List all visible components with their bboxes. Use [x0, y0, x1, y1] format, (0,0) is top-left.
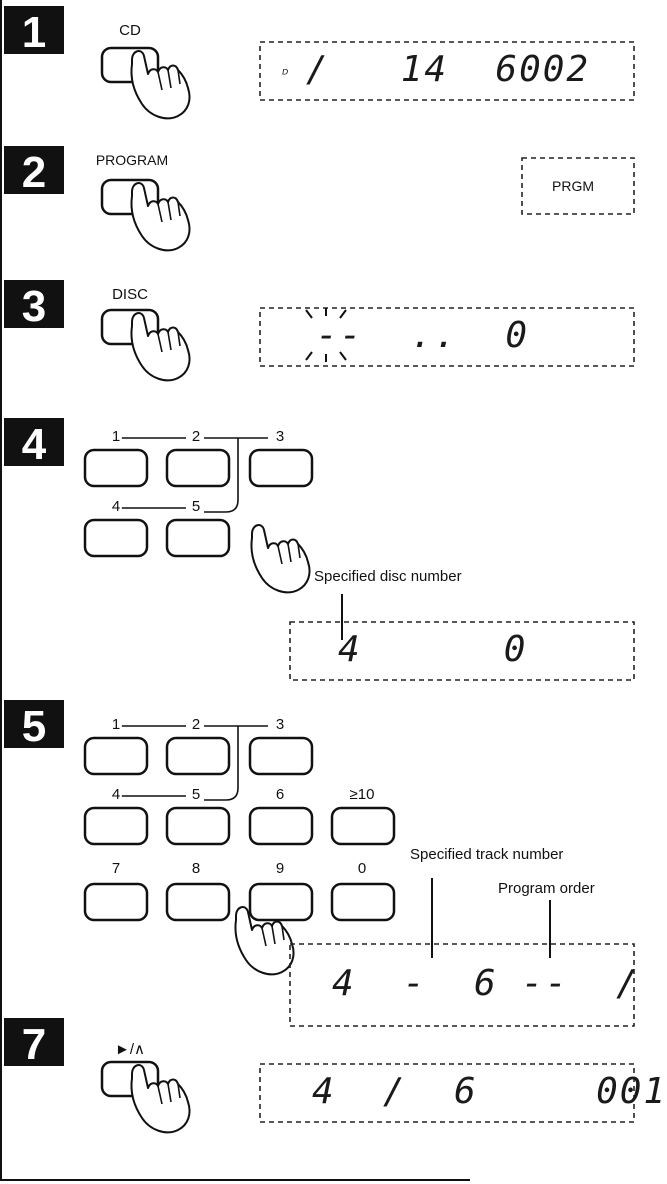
keypad-label-2: 2 [189, 428, 203, 445]
lcd-readout-step7: 4 / 6 001 [312, 1071, 667, 1112]
keypad-label-10plus: ≥10 [349, 786, 375, 803]
illustration-layer: 1 2 3 4 5 7 ᴰ [0, 0, 635, 1181]
annotation-track-number: Specified track number [410, 846, 564, 863]
keypad-button-2[interactable] [165, 448, 231, 488]
keypad-button-3[interactable] [248, 448, 314, 488]
hand-press-icon [130, 312, 191, 382]
keypad-button-5[interactable] [165, 806, 231, 846]
keypad-label-3: 3 [273, 428, 287, 445]
keypad-button-9[interactable] [248, 882, 314, 922]
cd-button-label: CD [119, 22, 141, 39]
step-badge-1: 1 [4, 6, 64, 57]
keypad-button-8[interactable] [165, 882, 231, 922]
keypad-button-4[interactable] [83, 806, 149, 846]
keypad-label-6: 6 [275, 786, 285, 803]
lcd-readout-step1: / 14 6002 [306, 49, 591, 90]
svg-text:5: 5 [22, 702, 46, 751]
lcd-display-step4 [289, 621, 635, 681]
keypad-label-7: 7 [111, 860, 121, 877]
annotation-disc-number: Specified disc number [314, 568, 462, 585]
hand-press-icon [130, 1064, 191, 1134]
lcd-readout-step5: 4 - 6 -- / [332, 963, 640, 1004]
svg-text:1: 1 [22, 8, 46, 57]
keypad-button-0[interactable] [330, 882, 396, 922]
svg-text:4: 4 [22, 420, 47, 469]
disc-button-label: DISC [112, 286, 148, 303]
step-badge-7: 7 [4, 1018, 64, 1069]
keypad-label-4: 4 [109, 498, 123, 515]
svg-text:2: 2 [22, 148, 46, 197]
svg-text:3: 3 [22, 282, 46, 331]
keypad-label-5: 5 [189, 498, 203, 515]
program-button-label: PROGRAM [95, 152, 169, 168]
hand-press-icon [250, 524, 311, 594]
keypad-label-3: 3 [273, 716, 287, 733]
lcd-display-step2 [521, 157, 635, 215]
keypad-button-5[interactable] [165, 518, 231, 558]
keypad-button-1[interactable] [83, 448, 149, 488]
step-badge-2: 2 [4, 146, 64, 197]
lcd-readout-step4: 4 0 [338, 629, 528, 670]
step-badge-4: 4 [4, 418, 64, 469]
annotation-program-order: Program order [498, 880, 595, 897]
svg-text:7: 7 [22, 1020, 46, 1069]
keypad-button-10plus[interactable] [330, 806, 396, 846]
keypad-label-0: 0 [357, 860, 367, 877]
keypad-label-1: 1 [109, 428, 123, 445]
keypad-button-1[interactable] [83, 736, 149, 776]
keypad-button-3[interactable] [248, 736, 314, 776]
keypad-label-1: 1 [109, 716, 123, 733]
step-badge-3: 3 [4, 280, 64, 331]
lcd-readout-step2: PRGM [552, 178, 594, 194]
keypad-label-2: 2 [189, 716, 203, 733]
blink-rays-icon [305, 308, 347, 362]
keypad-button-6[interactable] [248, 806, 314, 846]
disc-indicator-icon: ᴰ [282, 68, 289, 83]
keypad-button-7[interactable] [83, 882, 149, 922]
connector-lines-step5 [120, 725, 268, 801]
lcd-display-step5 [289, 943, 635, 1027]
hand-press-icon [130, 50, 191, 120]
play-pause-button-label: ►/∧ [115, 1041, 145, 1058]
lcd-readout-step3: -- .. 0 [316, 315, 530, 356]
keypad-button-4[interactable] [83, 518, 149, 558]
keypad-label-4: 4 [109, 786, 123, 803]
keypad-button-2[interactable] [165, 736, 231, 776]
hand-press-icon [130, 182, 191, 252]
keypad-label-9: 9 [275, 860, 285, 877]
step-badge-5: 5 [4, 700, 64, 751]
keypad-label-5: 5 [189, 786, 203, 803]
connector-lines-step4 [120, 437, 268, 513]
keypad-label-8: 8 [191, 860, 201, 877]
